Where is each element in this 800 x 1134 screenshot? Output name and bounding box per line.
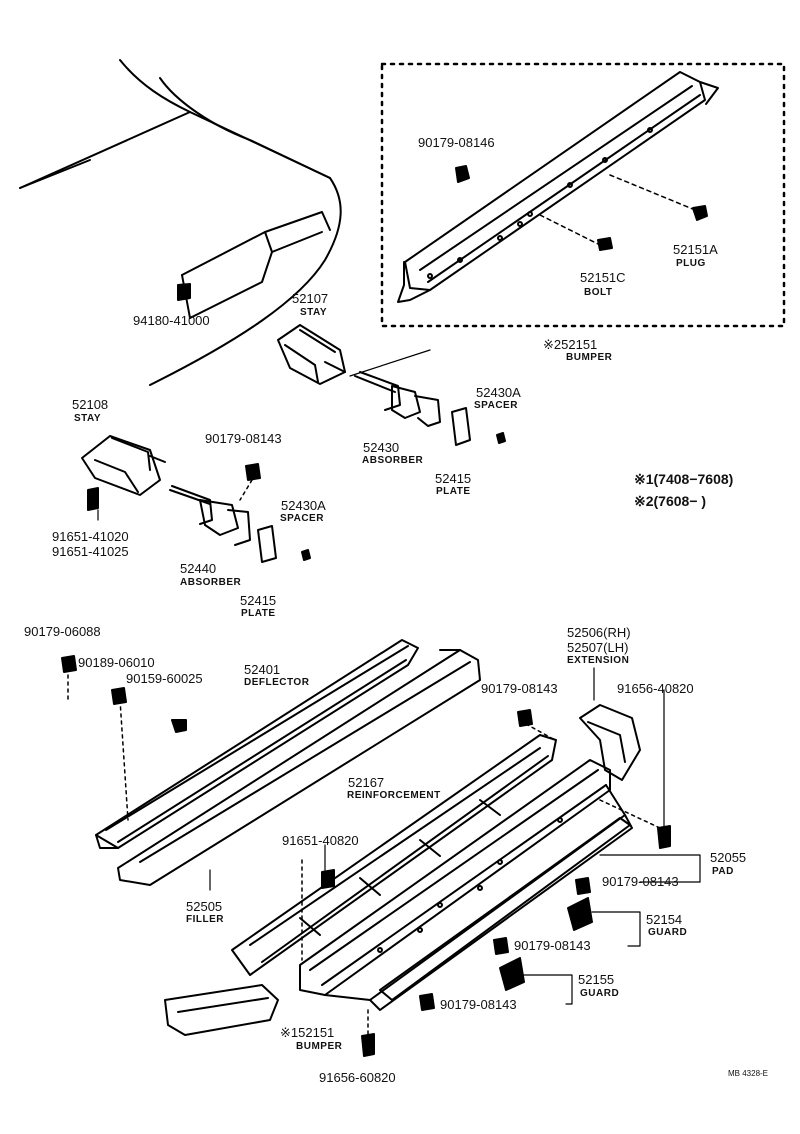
legend-note-2: ※2(7608− ) xyxy=(634,493,707,509)
absorber-52440 xyxy=(169,485,251,546)
nut-icon-guard-52154 xyxy=(493,937,509,955)
label-52107: 52107 xyxy=(292,291,329,306)
label-91651-41020: 91651-41020 xyxy=(52,529,129,544)
bolt-icon-91656-40820 xyxy=(657,825,671,849)
label-52430a-a: 52430A xyxy=(476,385,521,400)
reinforcement-52167 xyxy=(231,734,557,976)
label-94180-41000: 94180-41000 xyxy=(133,313,210,328)
label-52430a-b: 52430A xyxy=(281,498,326,513)
label-52151-bottom: ※152151 xyxy=(280,1025,335,1040)
nut-icon-90179-08146 xyxy=(455,165,470,183)
bumper-52151-bottom xyxy=(299,759,633,1011)
deflector-52401 xyxy=(95,639,419,849)
label-90179-06088: 90179-06088 xyxy=(24,624,101,639)
car-body-outline xyxy=(19,59,342,386)
extension-52506 xyxy=(579,704,641,781)
label-90179-08146: 90179-08146 xyxy=(418,135,495,150)
label-52155: 52155 xyxy=(578,972,615,987)
nut-icon-90189 xyxy=(61,655,77,673)
label-90179-08143-a: 90179-08143 xyxy=(481,681,558,696)
label-52401: 52401 xyxy=(244,662,281,677)
label-52430: 52430 xyxy=(363,440,400,455)
corner-cap xyxy=(164,984,279,1036)
nut-icon-94180 xyxy=(177,283,191,301)
clip-icon-90159 xyxy=(111,687,127,705)
stay-52108 xyxy=(81,435,166,496)
label-52154: 52154 xyxy=(646,912,683,927)
label-52151a: 52151A xyxy=(673,242,718,257)
nut-icon-90179-08143-a xyxy=(517,709,533,727)
label-91651-40820: 91651-40820 xyxy=(282,833,359,848)
label-deflector: DEFLECTOR xyxy=(244,677,310,688)
label-52055: 52055 xyxy=(710,850,747,865)
label-bolt: BOLT xyxy=(584,287,613,298)
nut-icon-90179-08143-top xyxy=(245,463,261,481)
nut-icon-guard-52155 xyxy=(419,993,435,1011)
label-bumper-top: BUMPER xyxy=(566,352,613,363)
label-plate-a: PLATE xyxy=(436,486,471,497)
plate-52415-a xyxy=(451,407,471,446)
screw-icon-90159 xyxy=(171,719,187,733)
pad-52055 xyxy=(379,817,631,1001)
label-90179-08143-c: 90179-08143 xyxy=(514,938,591,953)
bolt-icon-91651 xyxy=(87,487,99,511)
label-52506: 52506(RH) xyxy=(567,625,631,640)
label-91656-40820: 91656-40820 xyxy=(617,681,694,696)
label-52507: 52507(LH) xyxy=(567,640,629,655)
label-guard-52155: GUARD xyxy=(580,988,620,999)
top-bumper-bar xyxy=(397,71,719,303)
label-52151c: 52151C xyxy=(580,270,626,285)
spacer-52430a-b xyxy=(301,549,311,561)
label-90179-08143-b: 90179-08143 xyxy=(602,874,679,889)
diagram-code: MB 4328-E xyxy=(728,1069,769,1078)
legend-note-1: ※1(7408−7608) xyxy=(634,471,734,487)
label-90189-06010: 90189-06010 xyxy=(78,655,155,670)
label-filler: FILLER xyxy=(186,914,224,925)
guard-52155 xyxy=(499,957,525,991)
label-52167: 52167 xyxy=(348,775,385,790)
bolt-icon-91656-60820 xyxy=(361,1033,375,1057)
label-stay-52107: STAY xyxy=(300,307,328,318)
absorber-52430 xyxy=(354,371,441,427)
stay-52107 xyxy=(277,324,346,385)
label-spacer-b: SPACER xyxy=(280,513,324,524)
label-52151-top: ※252151 xyxy=(543,337,598,352)
spacer-52430a-a xyxy=(496,432,506,444)
label-91656-60820: 91656-60820 xyxy=(319,1070,396,1085)
label-pad: PAD xyxy=(712,866,734,877)
label-spacer-a: SPACER xyxy=(474,400,518,411)
label-90159-60025: 90159-60025 xyxy=(126,671,203,686)
bolt-icon-52151c xyxy=(597,237,613,251)
bolt-icon-91651-40820 xyxy=(321,869,335,889)
label-stay-52108: STAY xyxy=(74,413,102,424)
label-90179-08143-top: 90179-08143 xyxy=(205,431,282,446)
filler-52505 xyxy=(117,649,481,886)
plate-52415-b xyxy=(257,525,277,563)
nut-icon-pad xyxy=(575,877,591,895)
guard-52154 xyxy=(567,897,593,931)
label-absorber-52440: ABSORBER xyxy=(180,577,242,588)
plug-icon xyxy=(692,205,708,221)
label-plug: PLUG xyxy=(676,258,706,269)
label-extension: EXTENSION xyxy=(567,655,630,666)
label-52505: 52505 xyxy=(186,899,223,914)
label-52415-a: 52415 xyxy=(435,471,472,486)
top-bumper-group-box xyxy=(380,62,786,328)
label-90179-08143-d: 90179-08143 xyxy=(440,997,517,1012)
label-absorber-52430: ABSORBER xyxy=(362,455,424,466)
label-bumper-bottom: BUMPER xyxy=(296,1041,343,1052)
label-52108: 52108 xyxy=(72,397,109,412)
label-reinforcement: REINFORCEMENT xyxy=(347,790,441,801)
label-52440: 52440 xyxy=(180,561,217,576)
label-52415-b: 52415 xyxy=(240,593,277,608)
label-plate-b: PLATE xyxy=(241,608,276,619)
label-guard-52154: GUARD xyxy=(648,927,688,938)
label-91651-41025: 91651-41025 xyxy=(52,544,129,559)
